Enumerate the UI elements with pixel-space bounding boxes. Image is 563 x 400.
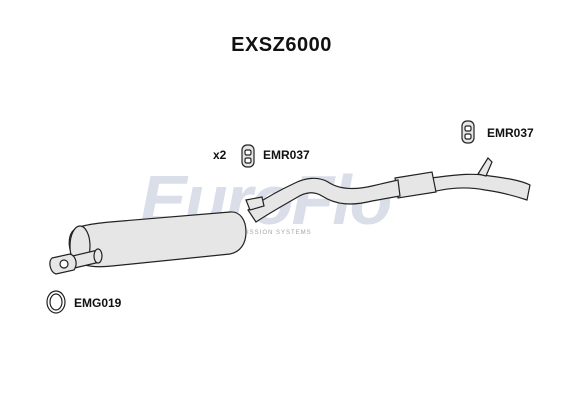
rear-box	[394, 171, 437, 199]
tailpipe	[429, 173, 531, 201]
gasket-icon	[46, 290, 66, 314]
rear-hanger-bracket	[477, 157, 493, 177]
joint-bracket	[245, 196, 265, 211]
hanger-quantity: x2	[213, 148, 227, 162]
part-number-title: EXSZ6000	[231, 34, 332, 56]
hanger-icon-left	[241, 144, 255, 168]
hanger-part-label-right: EMR037	[487, 126, 534, 140]
watermark-tagline: PREMIUM EMISSION SYSTEMS	[198, 230, 312, 236]
hanger-part-label-left: EMR037	[263, 148, 310, 162]
hanger-icon-right	[461, 120, 475, 144]
gasket-part-label: EMG019	[74, 296, 122, 310]
intermediate-pipe	[247, 177, 401, 223]
